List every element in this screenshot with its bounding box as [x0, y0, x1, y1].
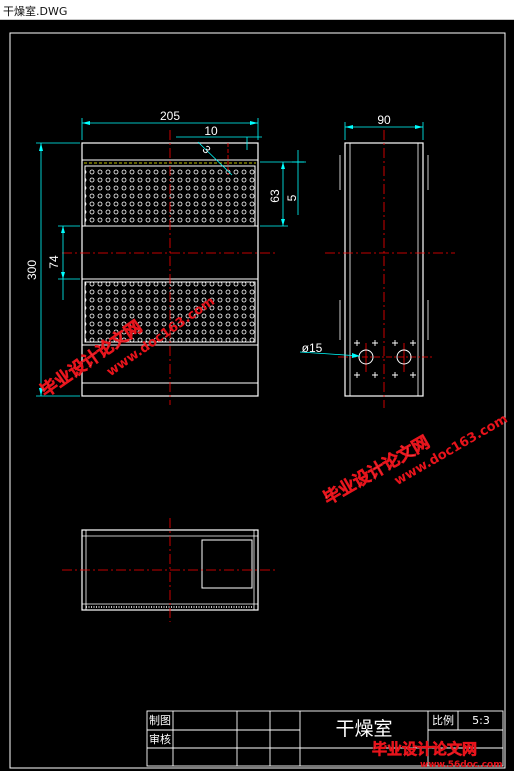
hole-right [396, 349, 412, 365]
dim-overall-height: 300 [25, 260, 39, 280]
dim-hole-diameter: ø15 [302, 341, 323, 355]
side-view [325, 130, 455, 408]
drawing-title: 干燥室 [335, 718, 392, 740]
hole-left [358, 349, 374, 365]
cad-drawing: 205 10 3 63 5 300 74 [9, 32, 510, 770]
dim-overall-width: 205 [160, 109, 180, 123]
scale-label: 比例 [432, 713, 454, 727]
side-dimensions [299, 122, 424, 357]
title-block-checked-label: 审核 [149, 732, 171, 746]
drawing-canvas[interactable]: 205 10 3 63 5 300 74 [0, 20, 514, 771]
front-dimension-arrows [39, 121, 285, 396]
title-block [146, 710, 504, 767]
drawing-frame [9, 32, 506, 769]
top-view-inner-panel [201, 539, 253, 589]
dim-height-63: 63 [268, 189, 282, 203]
dim-mid-height: 74 [47, 255, 61, 269]
watermark-right: 毕业设计论文网 www.doc163.com [319, 412, 510, 510]
scale-value: 5:3 [472, 714, 490, 727]
watermark-footer: 毕业设计论文网 www.56doc.com [372, 740, 503, 770]
dim-height-5: 5 [285, 194, 299, 201]
front-view [62, 130, 275, 405]
watermark-footer-url: www.56doc.com [420, 760, 503, 770]
top-view [62, 518, 275, 622]
dim-offset-10: 10 [204, 124, 218, 138]
watermark-footer-cn: 毕业设计论文网 [372, 740, 477, 758]
dim-side-width: 90 [377, 113, 391, 127]
window-titlebar: 干燥室.DWG [0, 0, 514, 20]
title-block-drawn-label: 制图 [149, 714, 171, 727]
window-title: 干燥室.DWG [3, 5, 68, 18]
